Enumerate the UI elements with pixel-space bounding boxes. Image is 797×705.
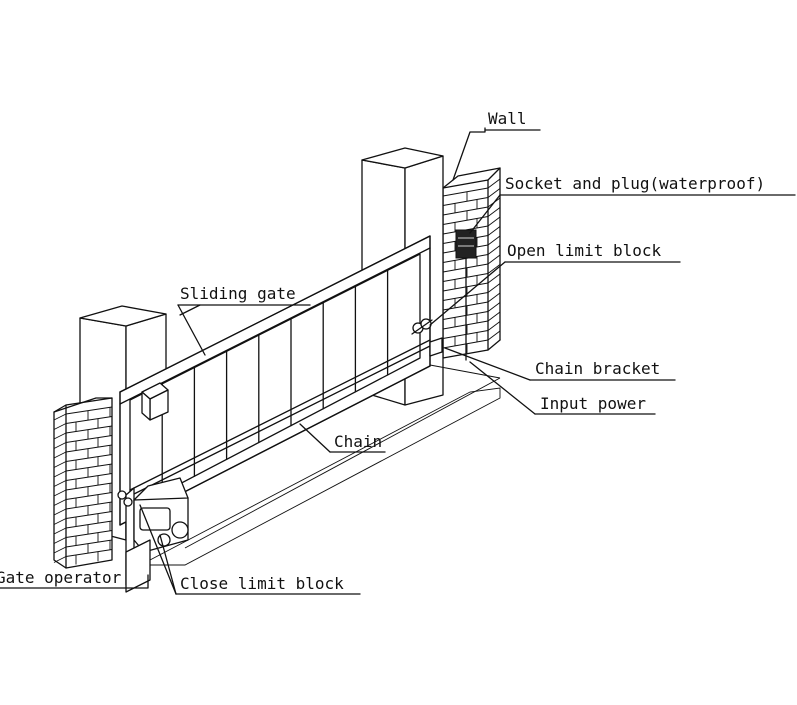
label-input-power: Input power [540,394,646,413]
close-limit-block [117,490,133,507]
label-socket-plug: Socket and plug(waterproof) [505,174,765,193]
label-gate-operator: Gate operator [0,568,122,587]
right-brick-wall [442,167,501,359]
label-close-limit-block: Close limit block [180,574,344,593]
label-open-limit-block: Open limit block [507,241,661,260]
open-limit-block [411,318,433,335]
gate-top-box [141,382,169,421]
socket-plug-icon [455,229,477,361]
leader-lines [0,127,796,595]
label-wall: Wall [488,109,527,128]
label-chain-bracket: Chain bracket [535,359,660,378]
chain-line [129,339,431,491]
gate-operator-motor [125,477,189,593]
label-chain: Chain [334,432,382,451]
left-brick-wall [53,397,113,569]
chain-bracket [429,337,443,357]
label-sliding-gate: Sliding gate [180,284,296,303]
